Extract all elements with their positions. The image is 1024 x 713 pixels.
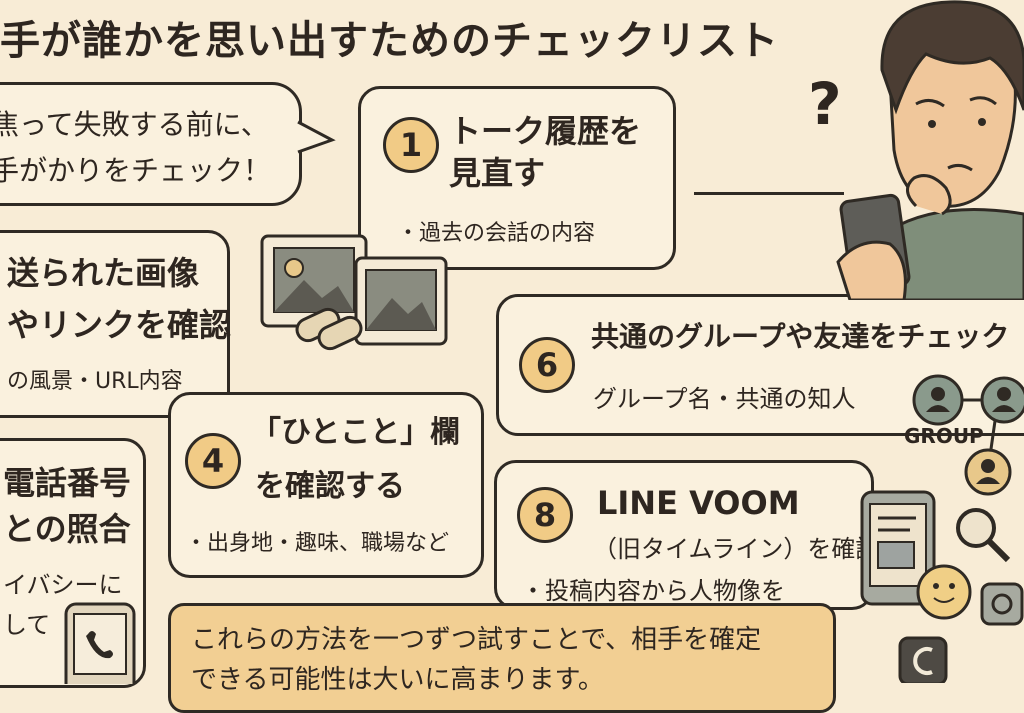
step-6-number: 6 (519, 337, 575, 393)
step-4-number: 4 (185, 433, 241, 489)
confused-person-illustration (836, 0, 1024, 300)
footer-line-1: これらの方法を一つずつ試すことで、相手を確定 (191, 625, 762, 655)
phone-line-1: 電話番号 (3, 464, 132, 502)
step-8-number: 8 (517, 487, 573, 543)
question-mark: ? (808, 70, 842, 138)
step-4-heading-2: を確認する (255, 469, 405, 504)
step-8-card: 8 LINE VOOM （旧タイムライン）を確認 ・投稿内容から人物像を (494, 460, 879, 610)
photos-icon (260, 234, 448, 351)
step-8-sub: （旧タイムライン）を確認 (593, 535, 880, 563)
footer-line-2: できる可能性は大いに高まります。 (191, 665, 604, 695)
intro-line-2: 手がかりをチェック！ (0, 154, 272, 187)
step-6-heading: 共通のグループや友達をチェック (591, 320, 1010, 353)
social-icons (860, 490, 1024, 683)
group-label: GROUP (904, 424, 984, 448)
intro-bubble: 焦って失敗する前に、 手がかりをチェック！ (0, 82, 302, 206)
bubble-tail (297, 120, 336, 154)
step-4-detail: ・出身地・趣味、職場など (185, 531, 450, 556)
phone-icon (64, 602, 136, 684)
step-8-detail: ・投稿内容から人物像を (521, 577, 785, 605)
phone-line-3: イバシーに (3, 571, 123, 599)
phone-card: 電話番号 との照合 イバシーに して (0, 438, 146, 688)
step-4-card: 4 「ひとこと」欄 を確認する ・出身地・趣味、職場など (168, 392, 484, 578)
group-network-icon (912, 374, 1024, 496)
step-1-number: 1 (383, 117, 439, 173)
images-line-2: やリンクを確認 (7, 306, 232, 344)
images-line-3: の風景・URL内容 (7, 369, 183, 394)
step-6-detail: グループ名・共通の知人 (593, 385, 856, 413)
step-1-heading-2: 見直す (449, 154, 546, 192)
step-8-heading: LINE VOOM (597, 484, 800, 522)
step-4-heading-1: 「ひとこと」欄 (251, 415, 461, 450)
phone-line-4: して (3, 611, 51, 639)
step-1-card: 1 トーク履歴を 見直す ・過去の会話の内容 (358, 86, 676, 270)
page-title: 手が誰かを思い出すためのチェックリスト (0, 18, 779, 64)
step-1-heading-1: トーク履歴を (449, 112, 642, 150)
phone-line-2: との照合 (3, 510, 131, 548)
step-1-detail: ・過去の会話の内容 (397, 221, 596, 246)
images-card: 送られた画像 やリンクを確認 の風景・URL内容 (0, 230, 232, 418)
intro-line-1: 焦って失敗する前に、 (0, 108, 269, 141)
images-line-1: 送られた画像 (7, 254, 200, 292)
footer-note: これらの方法を一つずつ試すことで、相手を確定 できる可能性は大いに高まります。 (168, 603, 836, 713)
connector-line (694, 192, 844, 195)
